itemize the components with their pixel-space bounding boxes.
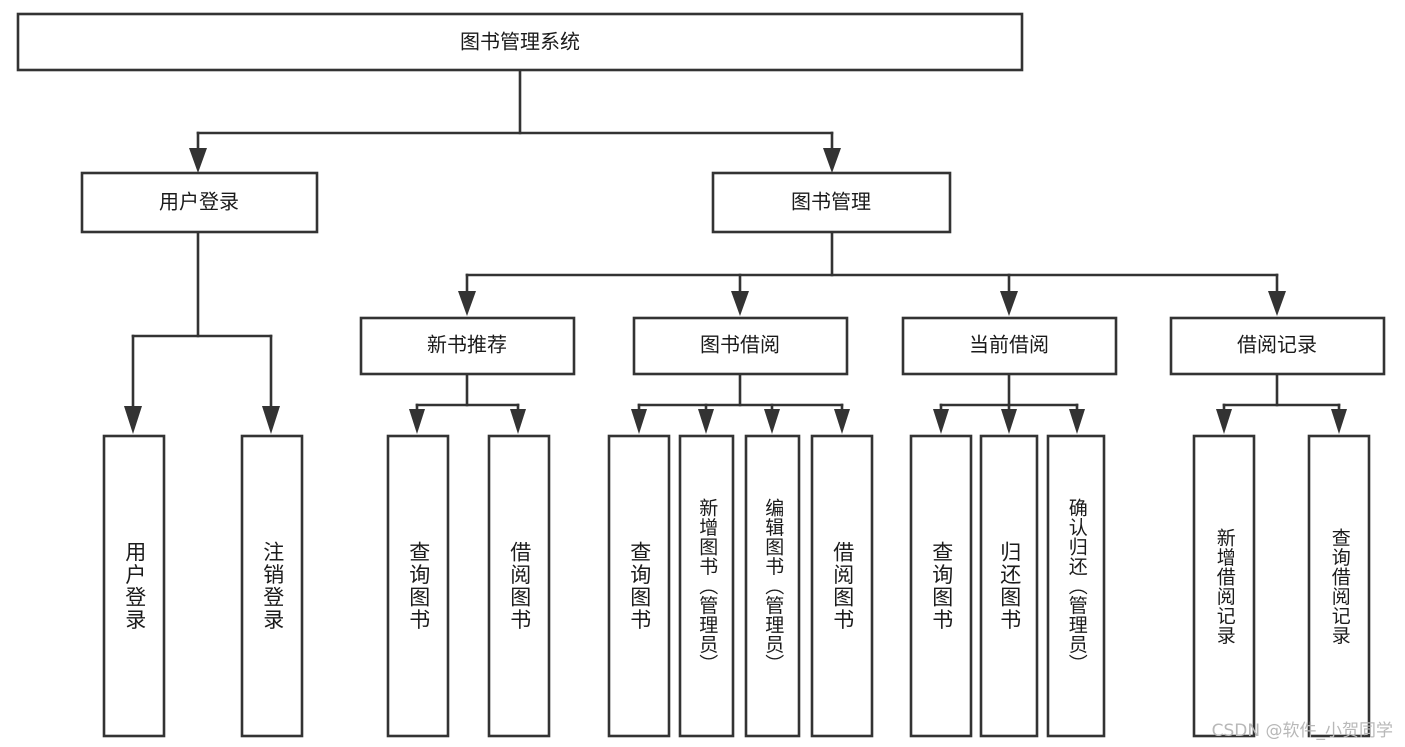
leaf-currentborrow-query[interactable] <box>909 434 973 738</box>
node-user-login-label: 用户登录 <box>159 190 239 214</box>
leaf-currentborrow-confirm[interactable] <box>1046 434 1106 738</box>
leaf-bookborrow-query[interactable] <box>607 434 671 738</box>
leaf-currentborrow-return[interactable] <box>979 434 1039 738</box>
node-new-book-recommend-label: 新书推荐 <box>427 333 507 357</box>
node-root[interactable]: 图书管理系统 <box>16 12 1024 72</box>
node-borrow-records-label: 借阅记录 <box>1237 333 1317 357</box>
connector-bookborrow-to-leaves <box>631 372 850 434</box>
node-book-borrow-label: 图书借阅 <box>700 333 780 357</box>
leaf-bookborrow-borrow[interactable] <box>810 434 874 738</box>
node-book-borrow[interactable]: 图书借阅 <box>632 316 849 376</box>
leaf-user-login-logout[interactable] <box>240 434 304 738</box>
leaf-borrowrecords-add[interactable] <box>1192 434 1256 738</box>
node-current-borrow-label: 当前借阅 <box>969 333 1049 357</box>
node-new-book-recommend[interactable]: 新书推荐 <box>359 316 576 376</box>
connector-newbook-to-leaves <box>409 372 526 434</box>
node-book-management-label: 图书管理 <box>791 190 871 214</box>
leaf-newbook-borrow[interactable] <box>487 434 551 738</box>
node-borrow-records[interactable]: 借阅记录 <box>1169 316 1386 376</box>
leaf-bookborrow-edit[interactable] <box>744 434 801 738</box>
csdn-watermark: CSDN @软件_小贺同学 <box>1211 721 1393 741</box>
connector-userlogin-to-leaves <box>124 230 280 434</box>
leaf-borrowrecords-query[interactable] <box>1307 434 1371 738</box>
node-book-management[interactable]: 图书管理 <box>711 171 952 234</box>
leaf-bookborrow-add[interactable] <box>678 434 735 738</box>
leaf-newbook-query[interactable] <box>386 434 450 738</box>
connector-borrowrecords-to-leaves <box>1216 372 1347 434</box>
node-user-login[interactable]: 用户登录 <box>80 171 319 234</box>
node-current-borrow[interactable]: 当前借阅 <box>901 316 1118 376</box>
leaf-user-login-login[interactable] <box>102 434 166 738</box>
node-root-label: 图书管理系统 <box>460 30 580 54</box>
connector-root-to-level1 <box>189 68 841 173</box>
connector-bookmgmt-to-level2 <box>458 230 1286 316</box>
connector-currentborrow-to-leaves <box>933 372 1085 434</box>
